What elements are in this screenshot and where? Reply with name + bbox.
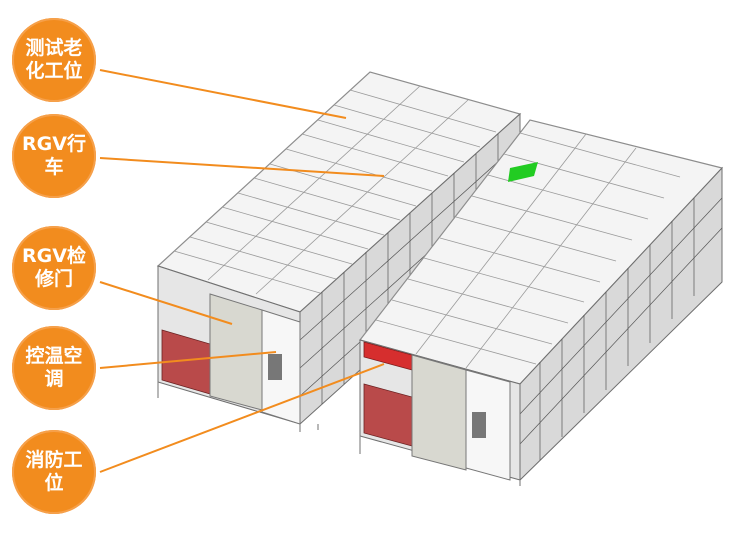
leader-line-hvac	[99, 351, 277, 369]
callout-fire-label: 消防工位	[25, 449, 83, 494]
callout-rgv-maintenance-door: RGV检修门	[12, 226, 96, 310]
callout-fire-station: 消防工位	[12, 430, 96, 514]
right-rack-block	[358, 119, 724, 486]
callout-rgv-door-label: RGV检修门	[22, 245, 86, 290]
leader-lines	[99, 69, 385, 473]
callout-rgv-label: RGV行车	[22, 133, 86, 178]
leader-line-fire	[99, 363, 385, 473]
callout-rgv-vehicle: RGV行车	[12, 114, 96, 198]
callout-hvac-label: 控温空调	[25, 345, 83, 390]
leader-line-rgv-door	[99, 281, 233, 325]
callout-temperature-ac: 控温空调	[12, 326, 96, 410]
callout-aging-test-station: 测试老化工位	[12, 18, 96, 102]
leader-line-rgv	[99, 157, 385, 177]
left-rack-block	[156, 71, 522, 432]
leader-line-aging	[99, 69, 347, 119]
callout-aging-label: 测试老化工位	[25, 37, 83, 82]
green-marker	[508, 162, 538, 182]
